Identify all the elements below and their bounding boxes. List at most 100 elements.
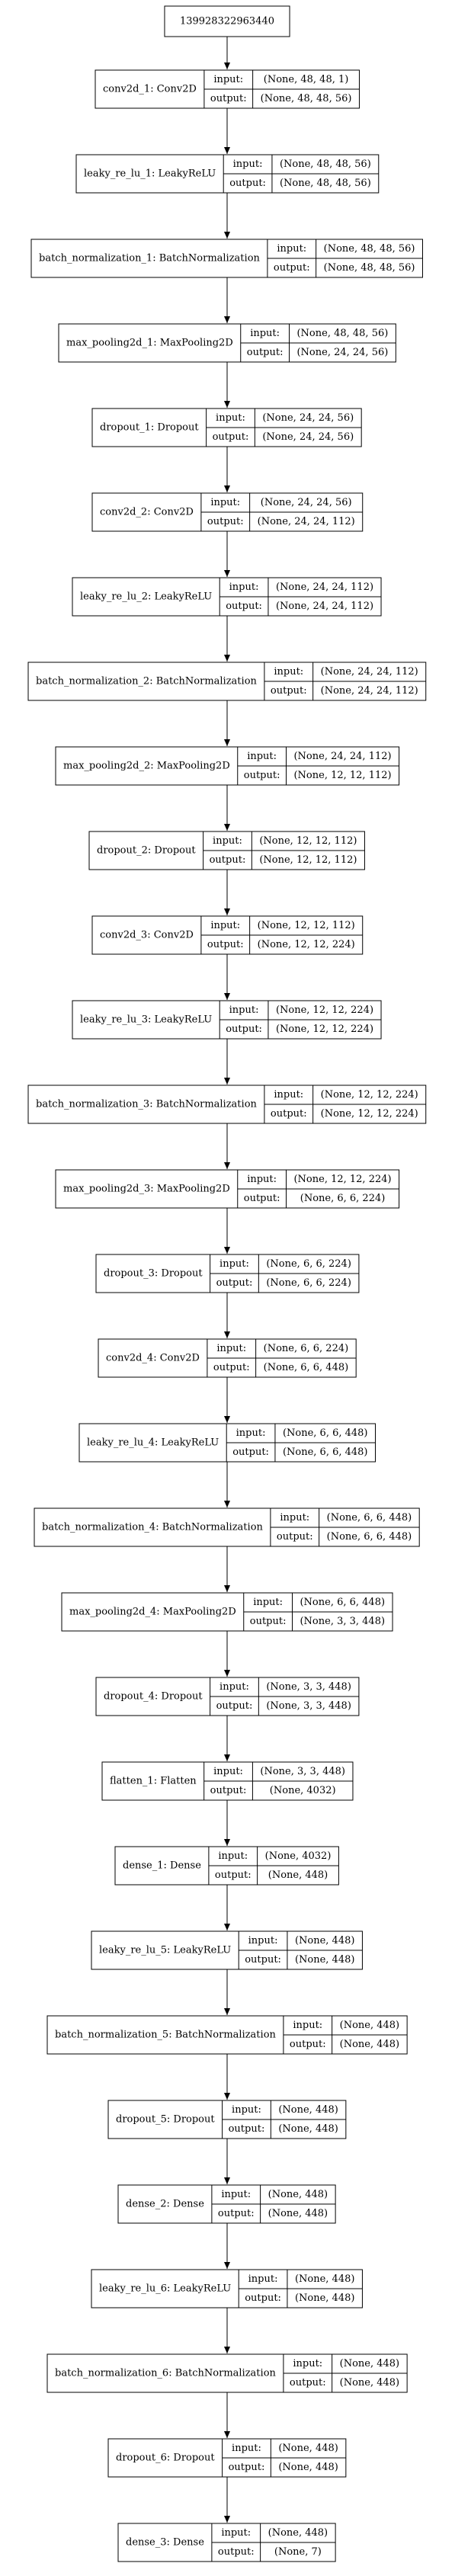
layer-name: dropout_2: Dropout — [97, 845, 196, 857]
layer-node: batch_normalization_6: BatchNormalizatio… — [46, 2353, 408, 2393]
layer-node: leaky_re_lu_3: LeakyReLUinput:output:(No… — [72, 1000, 382, 1040]
output-label: output: — [229, 2462, 265, 2473]
output-label: output: — [207, 516, 244, 527]
input-shape: (None, 6, 6, 224) — [266, 1258, 351, 1270]
input-shape: (None, 6, 6, 448) — [327, 1512, 412, 1523]
layer-name: flatten_1: Flatten — [110, 1776, 197, 1787]
input-shape: (None, 12, 12, 224) — [321, 1089, 418, 1101]
output-label: output: — [245, 1954, 281, 1966]
output-shape: (None, 6, 6, 224) — [266, 1277, 351, 1289]
input-shape: (None, 4032) — [265, 1850, 332, 1862]
layer-name: batch_normalization_3: BatchNormalizatio… — [36, 1099, 258, 1110]
layer-name: conv2d_1: Conv2D — [103, 84, 197, 95]
layer-name: dropout_6: Dropout — [116, 2453, 215, 2464]
input-label: input: — [247, 1174, 277, 1185]
output-label: output: — [244, 770, 280, 781]
input-label: input: — [277, 243, 306, 255]
layer-node: leaky_re_lu_1: LeakyReLU input: output: (No… — [75, 154, 380, 194]
output-shape: (None, 48, 48, 56) — [324, 262, 415, 274]
layer-node: leaky_re_lu_6: LeakyReLUinput:output:(No… — [91, 2269, 363, 2308]
layer-name: max_pooling2d_4: MaxPooling2D — [69, 1607, 236, 1618]
layer-node: max_pooling2d_1: MaxPooling2Dinput:outpu… — [58, 323, 396, 363]
layer-name: leaky_re_lu_1: LeakyReLU — [84, 168, 216, 180]
output-label: output: — [216, 1277, 253, 1289]
layer-node: batch_normalization_4: BatchNormalizatio… — [34, 1507, 420, 1547]
layer-name: dropout_3: Dropout — [104, 1268, 203, 1280]
output-shape: (None, 448) — [278, 2123, 338, 2135]
layer-name: max_pooling2d_2: MaxPooling2D — [63, 761, 230, 772]
input-shape: (None, 6, 6, 448) — [283, 1427, 368, 1439]
layer-name: leaky_re_lu_4: LeakyReLU — [87, 1437, 219, 1449]
input-label: input: — [229, 1004, 259, 1016]
input-shape: (None, 24, 24, 56) — [262, 412, 354, 424]
output-label: output: — [290, 2039, 326, 2050]
output-shape: (None, 48, 48, 56) — [261, 93, 352, 104]
input-shape: (None, 448) — [295, 1935, 355, 1946]
input-label: input: — [232, 2104, 261, 2116]
input-shape: (None, 24, 24, 56) — [261, 497, 352, 508]
input-label: input: — [210, 920, 240, 931]
output-shape: (None, 448) — [268, 2208, 328, 2219]
input-label: input: — [248, 1935, 278, 1946]
output-label: output: — [229, 2123, 265, 2135]
output-label: output: — [232, 1447, 269, 1458]
input-shape: (None, 448) — [268, 2527, 328, 2539]
output-shape: (None, 48, 48, 56) — [280, 178, 371, 189]
output-shape: (None, 12, 12, 224) — [276, 1024, 373, 1035]
input-label: input: — [219, 1681, 249, 1693]
output-label: output: — [226, 601, 262, 612]
output-shape: (None, 12, 12, 112) — [259, 854, 357, 866]
layer-name: batch_normalization_1: BatchNormalizatio… — [39, 253, 261, 264]
input-shape: (None, 12, 12, 112) — [259, 835, 357, 847]
input-label: input: — [248, 2273, 278, 2285]
input-label: input: — [293, 2020, 322, 2031]
layer-name: conv2d_3: Conv2D — [100, 930, 194, 941]
input-shape: (None, 3, 3, 448) — [260, 1766, 345, 1777]
input-label: input: — [221, 2189, 251, 2200]
input-shape: (None, 6, 6, 224) — [264, 1343, 349, 1354]
input-label: input: — [219, 1258, 249, 1270]
input-shape: (None, 6, 6, 448) — [300, 1597, 385, 1608]
layer-node: dropout_3: Dropout input: output: (None, 6,… — [95, 1254, 360, 1293]
layer-name: batch_normalization_4: BatchNormalizatio… — [42, 1522, 264, 1533]
output-label: output: — [216, 1700, 253, 1712]
output-label: output: — [290, 2377, 326, 2389]
layer-node: leaky_re_lu_4: LeakyReLUinput:output:(No… — [79, 1423, 376, 1463]
input-label: input: — [216, 412, 245, 424]
output-shape: (None, 4032) — [270, 1785, 336, 1796]
input-label: input: — [229, 582, 259, 593]
layer-name: max_pooling2d_3: MaxPooling2D — [63, 1184, 230, 1195]
output-shape: (None, 448) — [295, 1954, 355, 1966]
output-label: output: — [210, 1785, 247, 1796]
layer-name: batch_normalization_2: BatchNormalizatio… — [36, 676, 258, 687]
output-shape: (None, 3, 3, 448) — [266, 1700, 351, 1712]
layer-node: max_pooling2d_4: MaxPooling2Dinput:outpu… — [61, 1592, 393, 1632]
input-label: input: — [233, 159, 263, 170]
output-label: output: — [229, 178, 266, 189]
output-shape: (None, 24, 24, 56) — [296, 347, 388, 358]
input-label: input: — [274, 1089, 303, 1101]
input-label: input: — [221, 2527, 251, 2539]
input-label: input: — [218, 1850, 248, 1862]
output-label: output: — [210, 854, 246, 866]
input-label: input: — [274, 666, 303, 678]
output-shape: (None, 24, 24, 112) — [321, 685, 418, 697]
input-shape: (None, 24, 24, 112) — [321, 666, 418, 678]
input-label: input: — [213, 835, 242, 847]
output-shape: (None, 24, 24, 112) — [276, 601, 373, 612]
output-label: output: — [213, 1362, 250, 1373]
layer-name: dropout_1: Dropout — [100, 422, 199, 434]
layer-node: max_pooling2d_3: MaxPooling2Dinput:outpu… — [55, 1169, 400, 1209]
input-shape: (None, 3, 3, 448) — [266, 1681, 351, 1693]
output-shape: (None, 6, 6, 448) — [283, 1447, 368, 1458]
output-label: output: — [271, 685, 307, 697]
input-label: input: — [232, 2443, 261, 2454]
